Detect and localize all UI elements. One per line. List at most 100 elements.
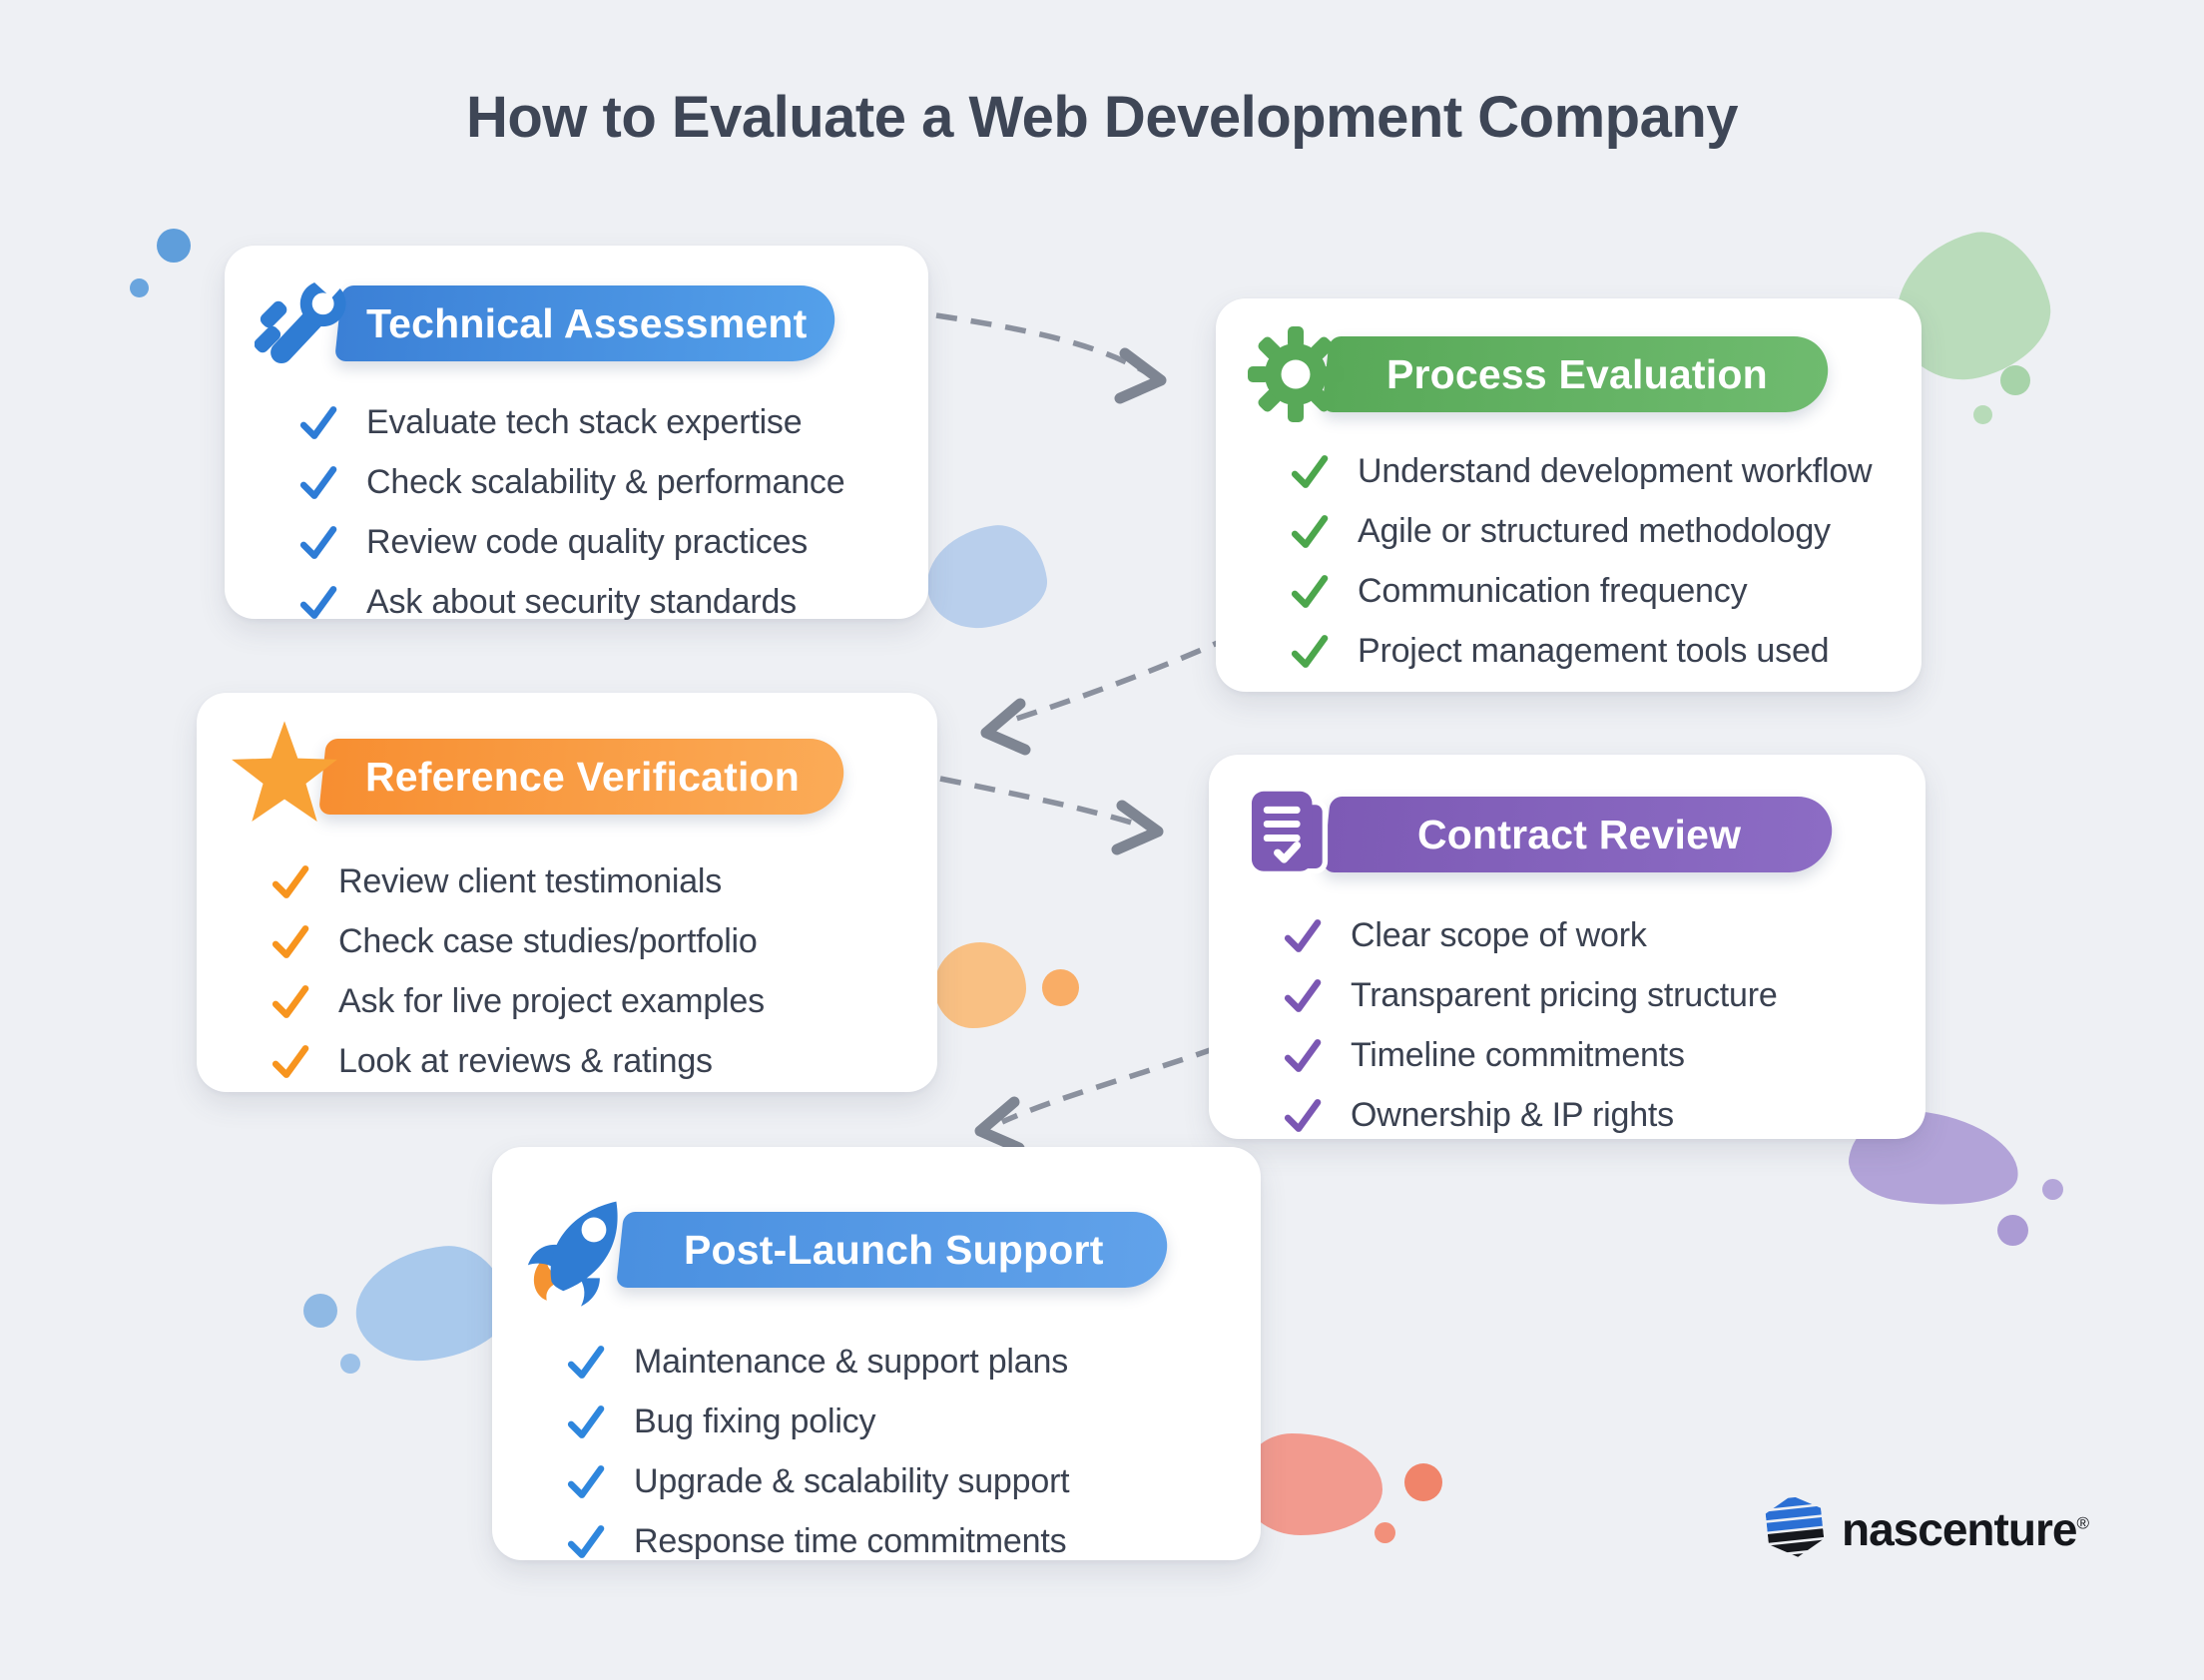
- check-icon: [272, 865, 309, 898]
- check-icon: [299, 406, 337, 439]
- card-contract-review: Contract Review Clear scope of work Tran…: [1209, 755, 1926, 1139]
- section-title: Reference Verification: [365, 753, 801, 800]
- checklist-item-text: Transparent pricing structure: [1351, 976, 1778, 1014]
- arrow-3: [939, 776, 1139, 828]
- section-title-banner: Technical Assessment: [334, 285, 838, 361]
- decorative-dot: [2000, 365, 2030, 395]
- card-technical-assessment: Technical Assessment Evaluate tech stack…: [225, 246, 928, 621]
- decorative-blob: [934, 942, 1026, 1028]
- check-icon: [1284, 1039, 1322, 1072]
- decorative-dot: [130, 279, 149, 297]
- section-title-banner: Contract Review: [1323, 797, 1836, 872]
- checklist: Understand development workflow Agile or…: [1288, 450, 1922, 673]
- checklist-item-text: Upgrade & scalability support: [634, 1462, 1070, 1500]
- arrow-1: [935, 312, 1150, 376]
- checklist-item: Understand development workflow: [1288, 450, 1922, 493]
- brand-logo: nascenture®: [1762, 1493, 2089, 1564]
- checklist-item: Clear scope of work: [1281, 914, 1926, 957]
- checklist: Evaluate tech stack expertise Check scal…: [296, 401, 928, 624]
- section-title: Contract Review: [1416, 811, 1742, 857]
- checklist-item: Check case studies/portfolio: [269, 920, 937, 963]
- checklist-item-text: Ask for live project examples: [338, 982, 765, 1020]
- checklist-item-text: Bug fixing policy: [634, 1402, 876, 1440]
- section-title: Technical Assessment: [365, 299, 808, 346]
- checklist-item: Bug fixing policy: [564, 1400, 1261, 1443]
- checklist-item: Evaluate tech stack expertise: [296, 401, 928, 444]
- check-icon: [1291, 515, 1329, 548]
- arrow-4: [1000, 1045, 1217, 1125]
- checklist-item: Ownership & IP rights: [1281, 1094, 1926, 1137]
- decorative-dot: [1042, 969, 1079, 1006]
- decorative-dot: [303, 1294, 337, 1328]
- check-icon: [567, 1525, 605, 1558]
- decorative-dot: [157, 229, 191, 263]
- arrowhead-3: [1111, 800, 1164, 855]
- checklist-item: Check scalability & performance: [296, 461, 928, 504]
- arrowhead-2: [980, 698, 1031, 756]
- checklist-item: Look at reviews & ratings: [269, 1040, 937, 1083]
- brand-name: nascenture®: [1842, 1502, 2089, 1555]
- checklist-item: Review client testimonials: [269, 860, 937, 903]
- check-icon: [1284, 1099, 1322, 1132]
- checklist-item: Agile or structured methodology: [1288, 510, 1922, 553]
- contract-icon: [1239, 781, 1347, 888]
- card-header: Post-Launch Support: [522, 1191, 1261, 1309]
- card-reference-verification: Reference Verification Review client tes…: [197, 693, 937, 1092]
- card-header: Reference Verification: [227, 719, 937, 835]
- star-icon: [227, 719, 342, 835]
- card-header: Process Evaluation: [1246, 324, 1922, 424]
- check-icon: [1291, 635, 1329, 668]
- section-title-banner: Reference Verification: [318, 739, 847, 815]
- page-title: How to Evaluate a Web Development Compan…: [465, 85, 1739, 150]
- checklist: Review client testimonials Check case st…: [269, 860, 937, 1083]
- rocket-icon: [522, 1191, 640, 1309]
- checklist-item-text: Agile or structured methodology: [1358, 512, 1831, 550]
- card-header: Technical Assessment: [255, 272, 928, 375]
- checklist-item-text: Timeline commitments: [1351, 1036, 1685, 1074]
- check-icon: [567, 1465, 605, 1498]
- checklist-item: Upgrade & scalability support: [564, 1460, 1261, 1503]
- check-icon: [272, 1045, 309, 1078]
- checklist-item-text: Check case studies/portfolio: [338, 922, 758, 960]
- checklist-item-text: Evaluate tech stack expertise: [366, 403, 803, 441]
- decorative-dot: [1973, 405, 1992, 424]
- checklist-item-text: Maintenance & support plans: [634, 1343, 1068, 1381]
- check-icon: [1284, 979, 1322, 1012]
- checklist-item: Transparent pricing structure: [1281, 974, 1926, 1017]
- checklist: Maintenance & support plans Bug fixing p…: [564, 1341, 1261, 1563]
- arrowhead-1: [1114, 347, 1167, 404]
- section-title: Process Evaluation: [1385, 350, 1768, 397]
- checklist-item-text: Communication frequency: [1358, 572, 1748, 610]
- check-icon: [272, 985, 309, 1018]
- checklist-item: Ask about security standards: [296, 581, 928, 624]
- checklist-item-text: Response time commitments: [634, 1522, 1067, 1560]
- checklist-item: Communication frequency: [1288, 570, 1922, 613]
- check-icon: [272, 925, 309, 958]
- decorative-dot: [2042, 1179, 2063, 1200]
- arrowhead-4: [974, 1096, 1025, 1154]
- registered-trademark: ®: [2076, 1513, 2088, 1533]
- checklist-item: Ask for live project examples: [269, 980, 937, 1023]
- checklist-item-text: Look at reviews & ratings: [338, 1042, 713, 1080]
- checklist-item: Maintenance & support plans: [564, 1341, 1261, 1384]
- checklist-item: Review code quality practices: [296, 521, 928, 564]
- checklist-item-text: Understand development workflow: [1358, 452, 1873, 490]
- checklist-item-text: Project management tools used: [1358, 632, 1830, 670]
- card-post-launch-support: Post-Launch Support Maintenance & suppor…: [492, 1147, 1261, 1560]
- checklist-item: Project management tools used: [1288, 630, 1922, 673]
- check-icon: [1291, 575, 1329, 608]
- check-icon: [567, 1405, 605, 1438]
- nascenture-hexagon-icon: [1762, 1493, 1828, 1564]
- checklist-item-text: Review code quality practices: [366, 523, 809, 561]
- card-header: Contract Review: [1239, 781, 1926, 888]
- checklist-item-text: Ask about security standards: [366, 583, 797, 621]
- checklist-item-text: Review client testimonials: [338, 862, 723, 900]
- section-title-banner: Post-Launch Support: [616, 1212, 1171, 1288]
- checklist-item-text: Check scalability & performance: [366, 463, 845, 501]
- gear-icon: [1246, 324, 1346, 424]
- check-icon: [299, 466, 337, 499]
- checklist-item-text: Ownership & IP rights: [1351, 1096, 1674, 1134]
- check-icon: [299, 526, 337, 559]
